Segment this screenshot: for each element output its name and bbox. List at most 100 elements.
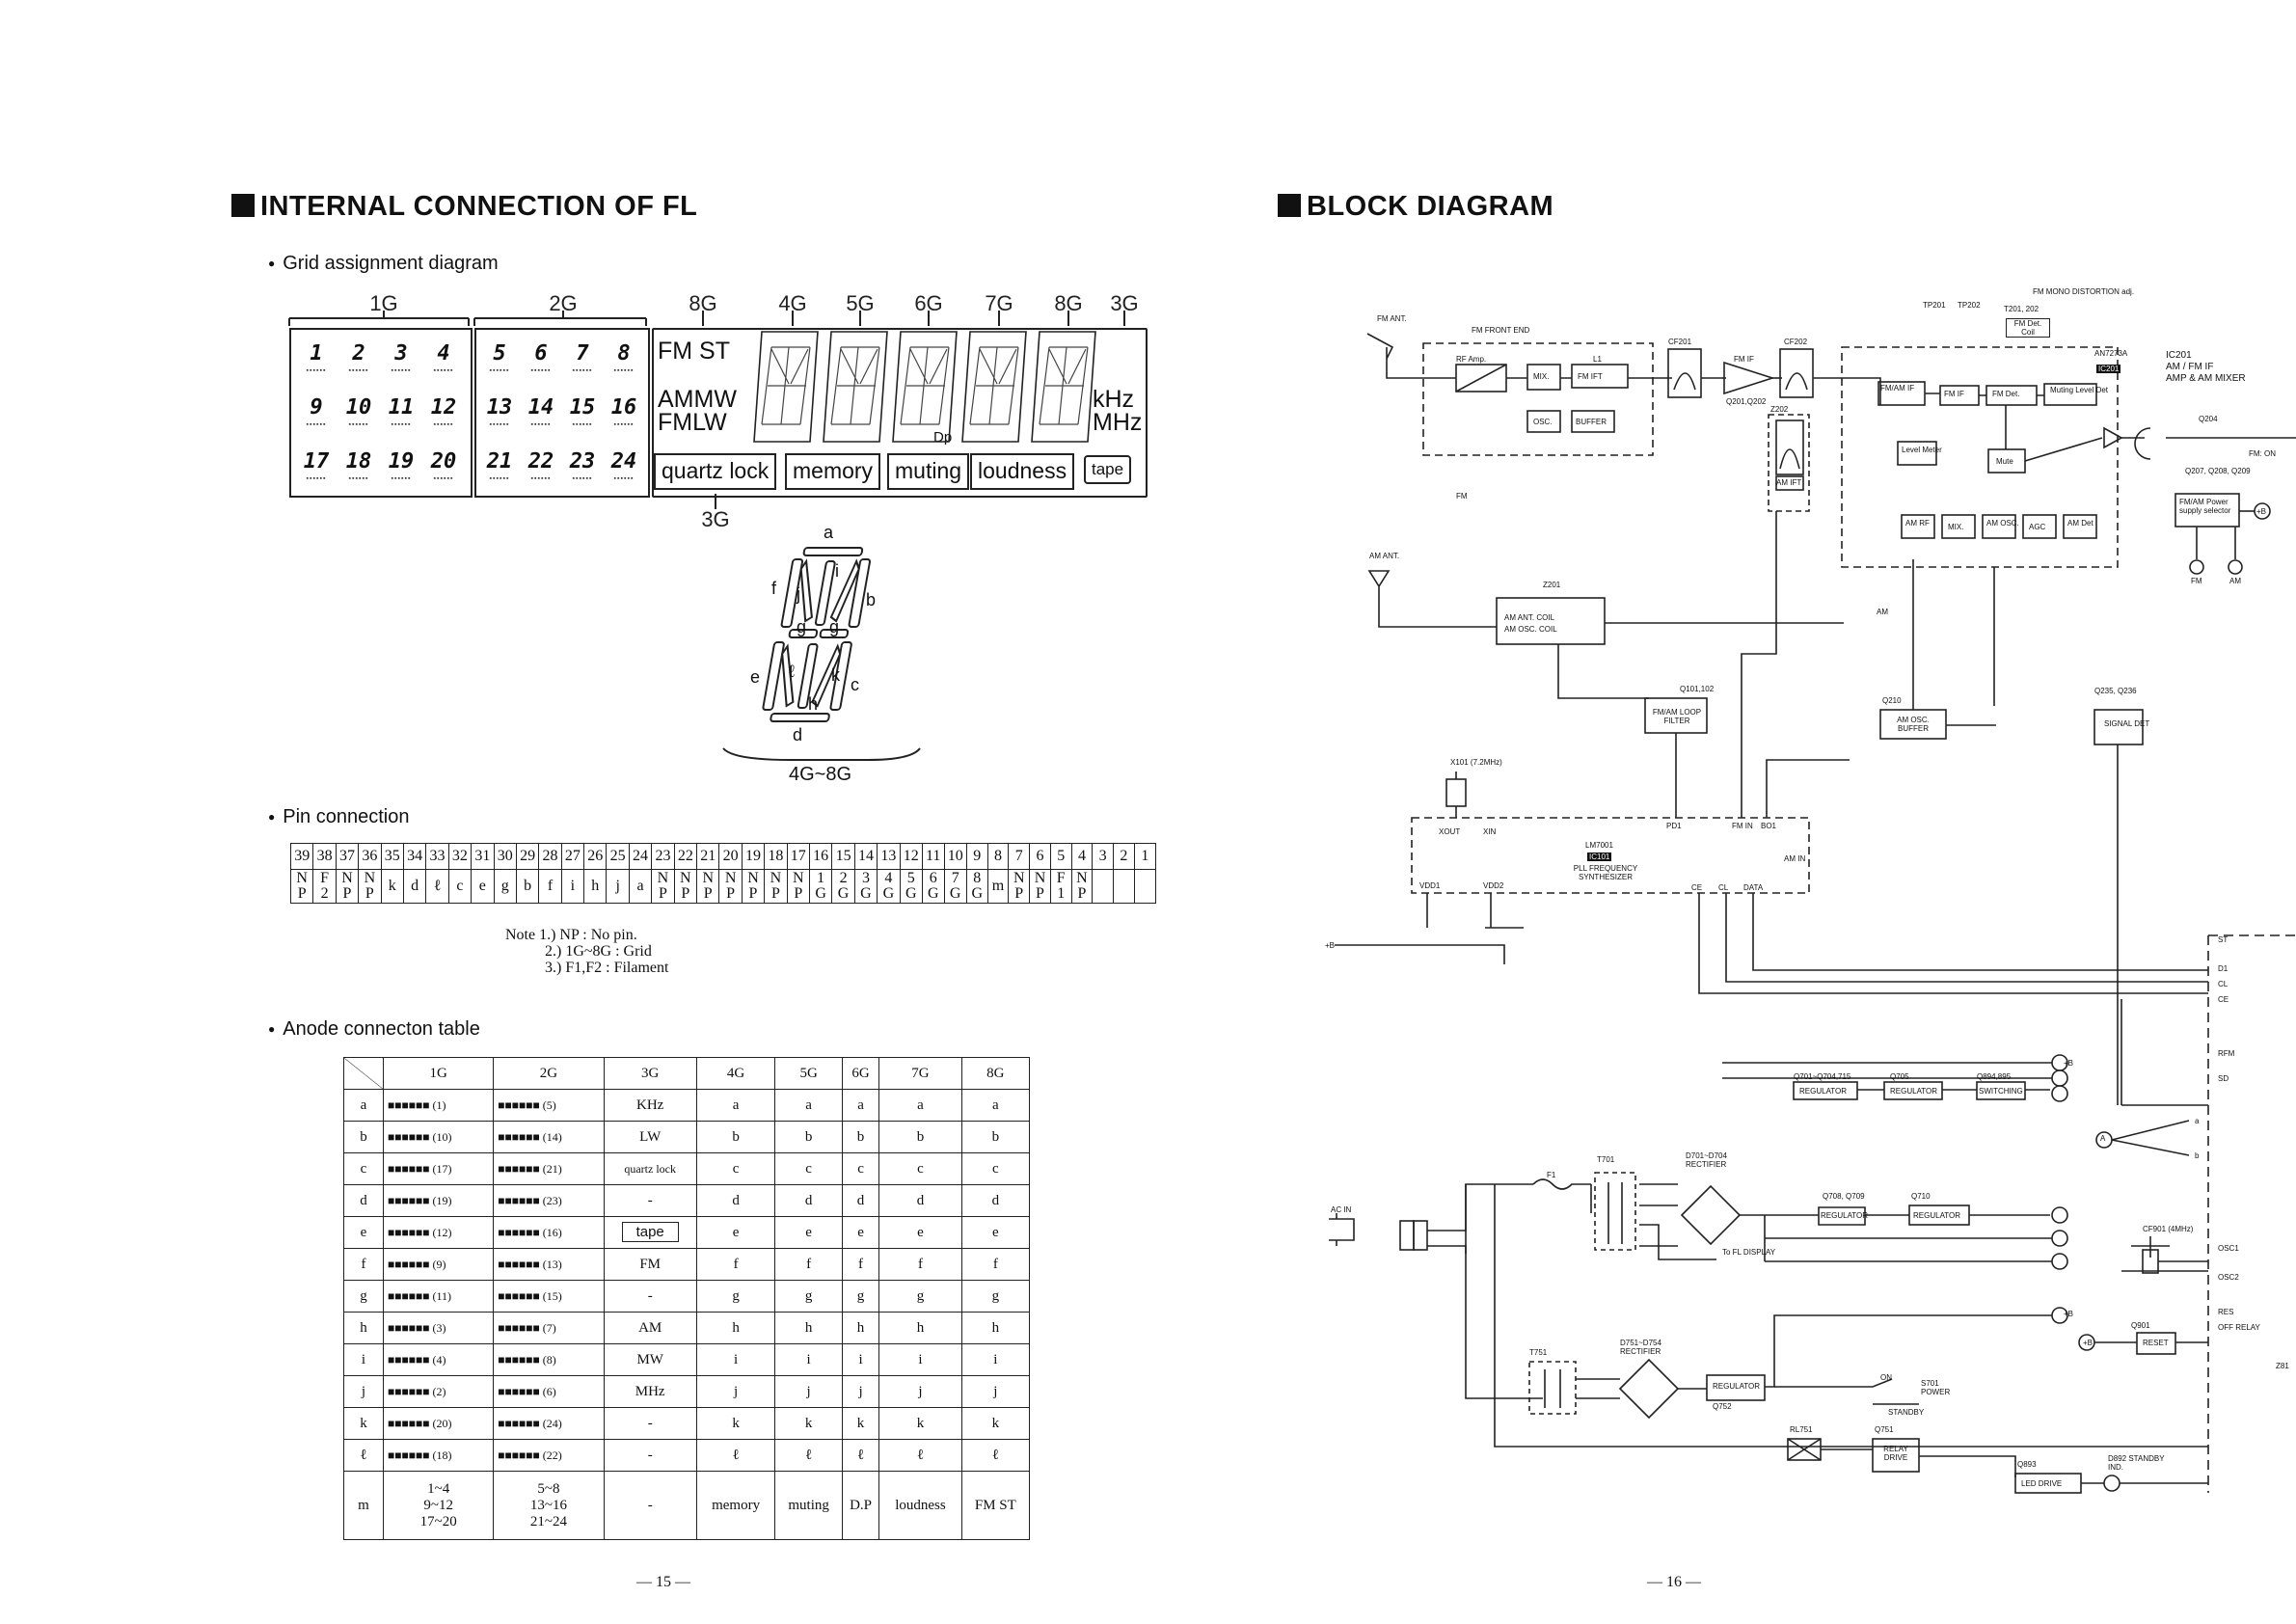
key-digit: 3 <box>394 341 408 365</box>
anode-cell: KHz <box>603 1089 697 1122</box>
key-dots: ▪▪▪▪▪▪ <box>572 421 593 428</box>
bd-agc: AGC <box>2029 523 2046 531</box>
segment-diagram <box>762 547 872 722</box>
key-cell: 23▪▪▪▪▪▪ <box>563 449 602 482</box>
bd-d751: D751~D754 RECTIFIER <box>1620 1339 1661 1356</box>
bd-fm-mono: FM MONO DISTORTION adj. <box>2033 287 2135 296</box>
bd-d701: D701~D704 RECTIFIER <box>1686 1151 1727 1169</box>
anode-cell: e <box>960 1216 1031 1249</box>
seg-label-g2: g <box>829 617 840 636</box>
pin-assign-cell: N P <box>358 869 382 904</box>
fm-lw-indicator: FMLW <box>658 409 727 436</box>
key-dots: ▪▪▪▪▪▪ <box>489 421 510 428</box>
bd-ic201-chip: IC201 <box>2096 365 2121 373</box>
bd-mute: Mute <box>1996 457 2013 466</box>
bd-q701: Q701~Q704,715 <box>1794 1072 1851 1081</box>
bd-q207: Q207, Q208, Q209 <box>2185 467 2251 475</box>
anode-cell: i <box>695 1343 776 1376</box>
bd-on: ON <box>1880 1373 1892 1382</box>
anode-cell: h <box>841 1312 880 1344</box>
bd-am-ift: AM IFT <box>1776 478 1802 487</box>
pin-assign-cell: e <box>471 869 495 904</box>
bd-cf901: CF901 (4MHz) <box>2143 1225 2194 1233</box>
bd-fm-am-power: FM/AM Power supply selector <box>2179 498 2231 515</box>
anode-cell: b <box>960 1121 1031 1153</box>
pin-assign-cell: m <box>986 869 1010 904</box>
bd-xout: XOUT <box>1439 827 1461 836</box>
fm-st-indicator: FM ST <box>658 338 730 365</box>
pin-assign-cell: c <box>447 869 473 904</box>
bd-q210: Q210 <box>1882 696 1902 705</box>
key-dots: ▪▪▪▪▪▪ <box>489 475 510 482</box>
anode-cell: memory <box>695 1471 776 1540</box>
memory-indicator: memory <box>785 453 881 490</box>
seg-label-a: a <box>824 523 834 542</box>
pin-assign-cell: d <box>402 869 427 904</box>
anode-cell: 5~8 13~16 21~24 <box>493 1471 605 1540</box>
pin-assign-cell: 4 G <box>877 869 901 904</box>
fl-keypad-2g <box>474 328 650 498</box>
bd-tp201: TP201 <box>1923 301 1946 310</box>
grid-label-3g-bottom: 3G <box>701 507 730 531</box>
anode-row-label: ℓ <box>343 1439 384 1472</box>
pin-number-cell: 32 <box>447 843 473 870</box>
key-dots: ▪▪▪▪▪▪ <box>530 367 552 374</box>
bd-a: A <box>2100 1134 2106 1143</box>
seg-label-j: j <box>797 584 800 604</box>
anode-corner-cell <box>343 1057 384 1090</box>
bd-z201: Z201 <box>1543 581 1561 589</box>
key-digit: 11 <box>388 395 415 420</box>
bd-z81: Z81 <box>2276 1362 2289 1370</box>
anode-cell: MHz <box>603 1375 697 1408</box>
tape-indicator: tape <box>1084 455 1132 484</box>
bd-q751: Q751 <box>1875 1425 1894 1434</box>
bd-level-meter: Level Meter <box>1902 446 1942 454</box>
anode-cell: ■■■■■■ (4) <box>382 1343 495 1376</box>
bd-q204: Q204 <box>2199 415 2218 423</box>
bd-q235: Q235, Q236 <box>2094 687 2137 695</box>
pin-number-cell: 35 <box>380 843 404 870</box>
key-digit: 24 <box>610 449 637 474</box>
seg-label-i: i <box>835 561 839 581</box>
key-cell: 15▪▪▪▪▪▪ <box>563 395 602 428</box>
key-cell: 12▪▪▪▪▪▪ <box>424 395 463 428</box>
bd-mix: MIX. <box>1533 372 1550 381</box>
anode-cell: b <box>695 1121 776 1153</box>
bd-regulator-2: REGULATOR <box>1890 1087 1938 1096</box>
seg-label-l: ℓ <box>789 662 795 681</box>
bd-standby: STANDBY <box>1888 1408 1925 1417</box>
anode-cell: ■■■■■■ (13) <box>493 1248 605 1281</box>
page-number-left: — 15 — <box>636 1574 690 1590</box>
anode-cell: i <box>960 1343 1031 1376</box>
key-digit: 15 <box>569 395 596 420</box>
key-cell: 1▪▪▪▪▪▪ <box>297 341 336 374</box>
key-dots: ▪▪▪▪▪▪ <box>391 421 412 428</box>
bd-q893: Q893 <box>2017 1460 2037 1469</box>
bd-f1: F1 <box>1547 1171 1556 1179</box>
key-cell: 4▪▪▪▪▪▪ <box>424 341 463 374</box>
anode-cell: j <box>841 1375 880 1408</box>
block-title-text: BLOCK DIAGRAM <box>1307 191 1554 222</box>
anode-col-header: 5G <box>774 1057 843 1090</box>
pin-assign-cell: g <box>493 869 517 904</box>
anode-col-header: 6G <box>841 1057 880 1090</box>
bd-fm-ant: FM ANT. <box>1377 314 1407 323</box>
key-dots: ▪▪▪▪▪▪ <box>433 367 454 374</box>
bd-am-det: AM Det <box>2067 519 2093 528</box>
bd-plusb-2: +B <box>1325 941 1336 950</box>
anode-cell: ■■■■■■ (18) <box>382 1439 495 1472</box>
anode-cell: tape <box>603 1216 697 1249</box>
bd-q708: Q708, Q709 <box>1823 1192 1865 1201</box>
bd-fm-ift: FM IFT <box>1578 372 1603 381</box>
bd-pin-ce: CE <box>2218 995 2229 1004</box>
khz-indicator: kHz <box>1093 386 1135 413</box>
bd-regulator-5: REGULATOR <box>1713 1382 1761 1391</box>
anode-cell: FM ST <box>960 1471 1031 1540</box>
anode-cell: loudness <box>878 1471 962 1540</box>
bd-pin-osc1: OSC1 <box>2218 1244 2239 1253</box>
